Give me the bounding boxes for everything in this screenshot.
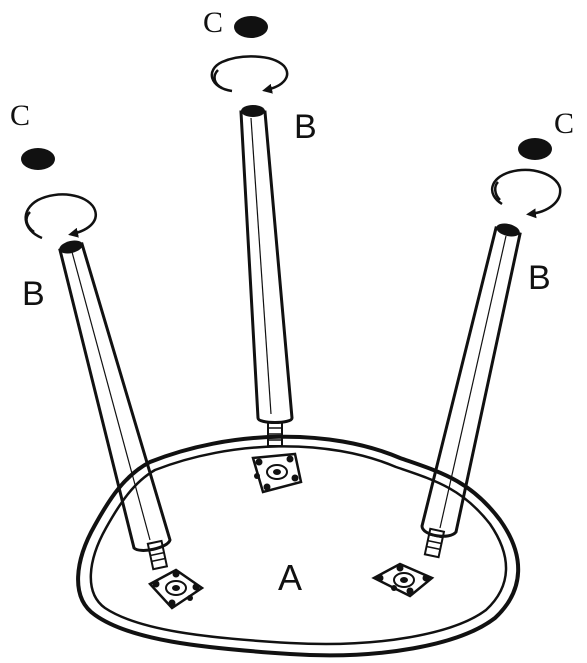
- label-cap-center: C: [203, 6, 223, 39]
- leg-right: [420, 223, 522, 559]
- mounting-plate-icon: [371, 562, 435, 598]
- label-leg-right: B: [528, 259, 551, 297]
- leg-body-left: [58, 242, 172, 552]
- mounting-plate-right: [371, 562, 435, 598]
- label-leg-left: B: [22, 275, 45, 313]
- tabletop-outer-edge: [76, 434, 521, 658]
- leg-body-right: [420, 226, 522, 538]
- leg-center: [239, 105, 294, 447]
- leg-stud-center: [267, 421, 283, 447]
- leg-left: [58, 240, 172, 571]
- clockwise-rotation-arrow-icon: [210, 55, 289, 94]
- leg-cap-center: [234, 16, 268, 38]
- tabletop-inner-edge: [89, 445, 508, 646]
- tabletop: [76, 434, 521, 658]
- mounting-plate-left: [147, 568, 205, 610]
- label-cap-left: C: [10, 99, 30, 132]
- leg-cap-right: [518, 138, 552, 160]
- clockwise-rotation-arrow-icon: [490, 168, 562, 219]
- rotation-arrow-right: [490, 168, 562, 219]
- leg-body-center: [239, 110, 294, 424]
- mounting-plate-icon: [147, 568, 205, 610]
- label-leg-center: B: [294, 108, 317, 146]
- mounting-plate-icon: [251, 452, 303, 494]
- label-tabletop: A: [278, 557, 302, 598]
- rotation-arrow-left: [24, 193, 97, 240]
- rotation-arrow-center: [210, 55, 289, 94]
- clockwise-rotation-arrow-icon: [24, 193, 97, 240]
- leg-cap-left: [21, 148, 55, 170]
- mounting-plate-center: [251, 452, 303, 494]
- label-cap-right: C: [554, 107, 574, 140]
